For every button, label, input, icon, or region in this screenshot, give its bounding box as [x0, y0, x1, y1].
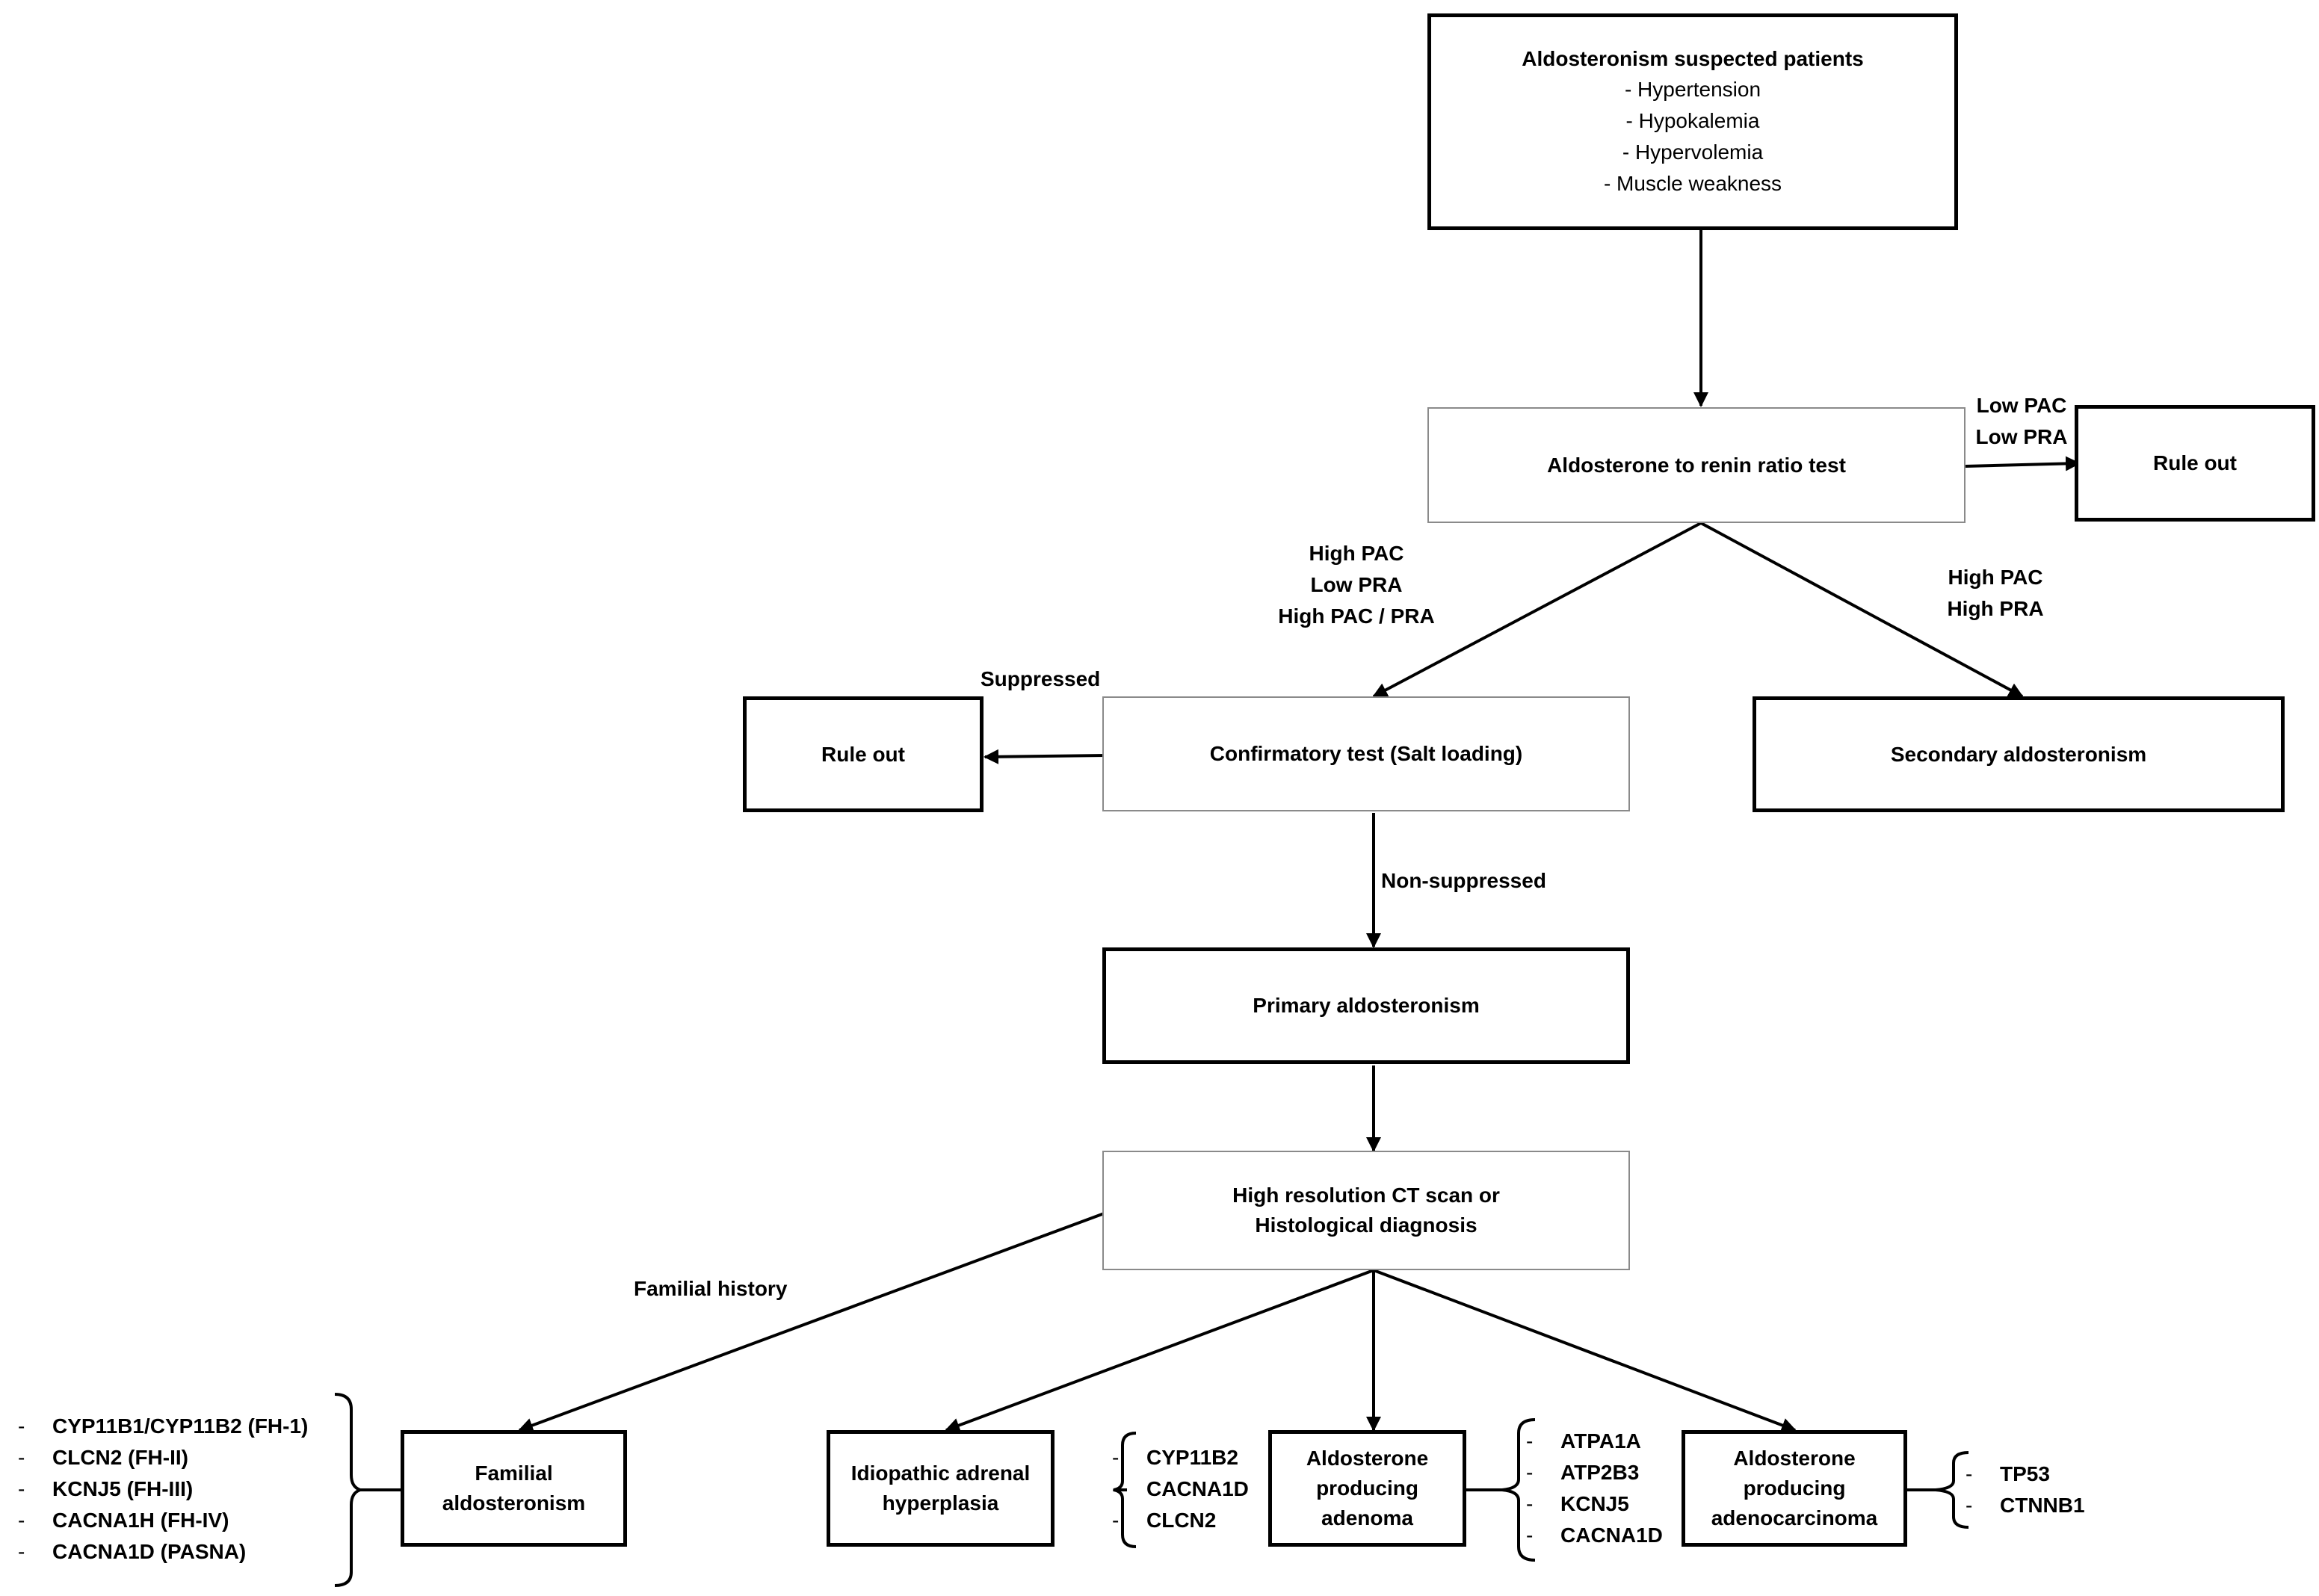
edge-label-line: High PAC: [1948, 566, 2043, 589]
gene-item: -CACNA1D: [1112, 1477, 1249, 1500]
gene-item: -CYP11B2: [1112, 1446, 1238, 1469]
gene-item: -ATPA1A: [1526, 1429, 1641, 1453]
primary-aldosteronism-label: Primary aldosteronism: [1253, 994, 1480, 1017]
suspected-patients-box: Aldosteronism suspected patients - Hyper…: [1427, 13, 1958, 230]
rule-out-top-label: Rule out: [2153, 451, 2237, 474]
arrow-arr-to-secondary: [1700, 522, 2024, 698]
gene-list-idiopathic: -CYP11B2 -CACNA1D -CLCN2: [1112, 1442, 1249, 1536]
gene-item: -CYP11B1/CYP11B2 (FH-1): [18, 1414, 309, 1438]
edge-label-line: High PAC: [1309, 542, 1404, 565]
idiopathic-hyperplasia-line: hyperplasia: [882, 1491, 999, 1515]
apa-line: adenoma: [1321, 1506, 1413, 1530]
edge-label-line: Low PAC: [1976, 394, 2067, 417]
edge-label-line: High PAC / PRA: [1278, 604, 1435, 628]
arrow-ct-to-familial: [518, 1211, 1107, 1433]
brace-idiopathic: [1113, 1432, 1137, 1548]
gene-item: -CLCN2: [1112, 1509, 1217, 1532]
gene-item: -CACNA1D (PASNA): [18, 1540, 247, 1563]
primary-aldosteronism-box: Primary aldosteronism: [1102, 947, 1630, 1064]
aldosterone-producing-adenoma-box: Aldosterone producing adenoma: [1268, 1430, 1466, 1547]
arrow-arr-to-rule-out: [1965, 456, 2081, 471]
gene-item: -TP53: [1966, 1462, 2050, 1485]
rule-out-top-box: Rule out: [2075, 405, 2315, 522]
confirmatory-test-label: Confirmatory test (Salt loading): [1209, 742, 1523, 765]
edge-label-non-suppressed: Non-suppressed: [1381, 869, 1546, 892]
ct-scan-line: High resolution CT scan or: [1232, 1184, 1500, 1207]
gene-item: -ATP2B3: [1526, 1461, 1640, 1484]
symptom-item: - Muscle weakness: [1603, 172, 1782, 195]
brace-apa: [1466, 1418, 1536, 1562]
symptom-item: - Hypokalemia: [1625, 109, 1760, 132]
arr-test-label: Aldosterone to renin ratio test: [1547, 453, 1846, 477]
ct-scan-line: Histological diagnosis: [1255, 1213, 1477, 1237]
apc-line: adenocarcinoma: [1711, 1506, 1878, 1530]
edge-label-line: Low PRA: [1310, 573, 1403, 596]
gene-list-familial: -CYP11B1/CYP11B2 (FH-1) -CLCN2 (FH-II) -…: [18, 1411, 308, 1568]
apa-line: producing: [1316, 1476, 1418, 1500]
gene-item: -KCNJ5: [1526, 1492, 1629, 1515]
apa-line: Aldosterone: [1306, 1447, 1429, 1470]
gene-list-apa: -ATPA1A -ATP2B3 -KCNJ5 -CACNA1D: [1526, 1426, 1663, 1551]
familial-aldosteronism-line: Familial: [475, 1462, 553, 1485]
arrow-ct-to-apc: [1373, 1269, 1797, 1432]
edge-label-suppressed: Suppressed: [981, 667, 1101, 690]
arrow-confirmatory-to-rule-out: [984, 749, 1107, 764]
confirmatory-test-box: Confirmatory test (Salt loading): [1102, 696, 1630, 811]
edge-label-high-high: High PAC High PRA: [1936, 562, 2055, 625]
gene-item: -CLCN2 (FH-II): [18, 1446, 188, 1469]
idiopathic-hyperplasia-box: Idiopathic adrenal hyperplasia: [827, 1430, 1054, 1547]
edge-label-low: Low PAC Low PRA: [1958, 390, 2085, 453]
symptom-item: - Hypertension: [1624, 78, 1761, 101]
idiopathic-hyperplasia-line: Idiopathic adrenal: [850, 1462, 1031, 1485]
apc-line: Aldosterone: [1733, 1447, 1856, 1470]
arr-test-box: Aldosterone to renin ratio test: [1427, 407, 1966, 523]
edge-label-line: High PRA: [1947, 597, 2044, 620]
brace-apc: [1907, 1451, 1969, 1529]
edge-label-line: Low PRA: [1975, 425, 2068, 448]
apc-line: producing: [1743, 1476, 1846, 1500]
edge-label-familial-history: Familial history: [634, 1277, 788, 1300]
familial-aldosteronism-line: aldosteronism: [442, 1491, 586, 1515]
rule-out-left-label: Rule out: [821, 742, 905, 766]
suspected-patients-title: Aldosteronism suspected patients: [1522, 47, 1864, 70]
gene-item: -CACNA1H (FH-IV): [18, 1509, 229, 1532]
ct-scan-box: High resolution CT scan or Histological …: [1102, 1151, 1630, 1270]
gene-item: -CTNNB1: [1966, 1494, 2085, 1517]
arrow-arr-to-confirmatory: [1372, 522, 1702, 698]
rule-out-left-box: Rule out: [743, 696, 984, 812]
arrow-ct-to-idiopathic: [945, 1269, 1374, 1433]
brace-familial: [334, 1393, 401, 1587]
symptom-item: - Hypervolemia: [1622, 140, 1764, 164]
gene-item: -KCNJ5 (FH-III): [18, 1477, 194, 1500]
aldosterone-producing-adenocarcinoma-box: Aldosterone producing adenocarcinoma: [1682, 1430, 1907, 1547]
edge-label-high-low: High PAC Low PRA High PAC / PRA: [1256, 538, 1457, 632]
familial-aldosteronism-box: Familial aldosteronism: [401, 1430, 627, 1547]
gene-list-apc: -TP53 -CTNNB1: [1966, 1459, 2085, 1521]
secondary-aldosteronism-box: Secondary aldosteronism: [1753, 696, 2285, 812]
secondary-aldosteronism-label: Secondary aldosteronism: [1890, 742, 2147, 766]
gene-item: -CACNA1D: [1526, 1524, 1663, 1547]
